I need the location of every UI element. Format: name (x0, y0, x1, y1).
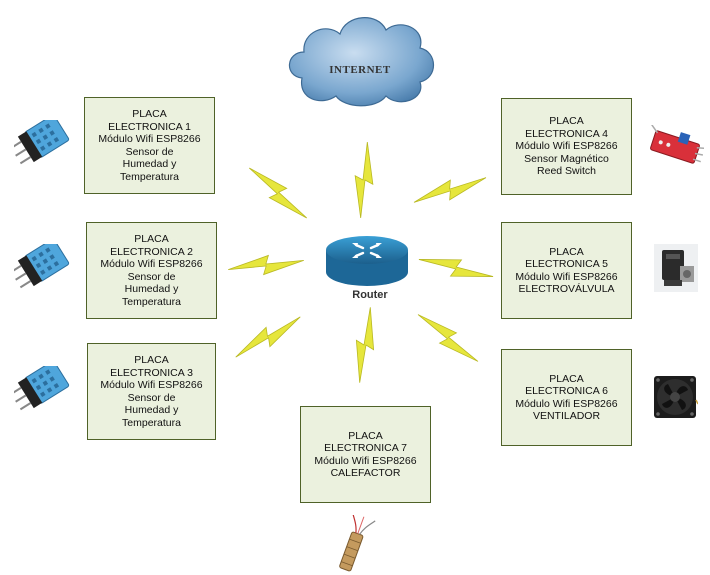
internet-label: INTERNET (329, 64, 391, 76)
bolt-link-7 (352, 305, 378, 385)
placa-box-6: PLACA ELECTRONICA 6 Módulo Wifi ESP8266 … (501, 349, 632, 446)
box-line: Módulo Wifi ESP8266 (314, 454, 417, 467)
placa-box-5: PLACA ELECTRONICA 5 Módulo Wifi ESP8266 … (501, 222, 632, 319)
box-line: PLACA (134, 233, 169, 245)
box-line: ELECTRONICA 1 (108, 120, 191, 133)
box-line: Humedad y (124, 283, 179, 295)
box-line: ELECTROVÁLVULA (518, 283, 615, 295)
box-line: PLACA (549, 372, 584, 385)
router-icon (326, 236, 408, 286)
bolt-link-1 (242, 162, 314, 224)
box-line: Sensor Magnético (524, 152, 609, 165)
dht-sensor-icon (14, 244, 70, 289)
box-line: Módulo Wifi ESP8266 (98, 133, 201, 145)
placa-box-4: PLACA ELECTRONICA 4 Módulo Wifi ESP8266 … (501, 98, 632, 195)
box-line: ELECTRONICA 2 (110, 245, 193, 258)
placa-box-3: PLACA ELECTRONICA 3 Módulo Wifi ESP8266 … (87, 343, 216, 440)
dht-sensor-icon (14, 120, 70, 165)
box-line: Módulo Wifi ESP8266 (100, 379, 203, 391)
bolt-link-4 (410, 167, 490, 213)
box-line: ELECTRONICA 4 (525, 127, 608, 140)
box-line: ELECTRONICA 6 (525, 385, 608, 397)
dht-sensor-icon (14, 366, 70, 411)
box-line: Humedad y (124, 404, 179, 416)
solenoid-valve-icon (654, 244, 698, 292)
bolt-link-2 (226, 249, 306, 281)
box-line: PLACA (549, 115, 584, 128)
box-line: PLACA (132, 108, 167, 120)
cooling-fan-icon (654, 376, 698, 418)
bolt-link-internet (353, 141, 375, 219)
placa-box-7: PLACA ELECTRONICA 7 Módulo Wifi ESP8266 … (300, 406, 431, 503)
box-line: ELECTRONICA 7 (324, 442, 407, 454)
box-line: ELECTRONICA 5 (525, 258, 608, 270)
placa-box-1: PLACA ELECTRONICA 1 Módulo Wifi ESP8266 … (84, 97, 215, 194)
box-line: VENTILADOR (532, 410, 601, 422)
bolt-link-3 (231, 307, 305, 367)
box-line: PLACA (549, 245, 584, 258)
box-line: Sensor de (125, 145, 174, 158)
box-line: Sensor de (127, 391, 176, 404)
internet-cloud: INTERNET (282, 8, 438, 112)
box-line: Módulo Wifi ESP8266 (515, 397, 618, 410)
placa-box-2: PLACA ELECTRONICA 2 Módulo Wifi ESP8266 … (86, 222, 217, 319)
box-line: Temperatura (120, 170, 179, 183)
heater-element-icon (339, 515, 376, 572)
box-line: Módulo Wifi ESP8266 (515, 270, 618, 283)
bolt-link-5 (416, 252, 496, 284)
box-line: PLACA (348, 429, 383, 442)
box-line: CALEFACTOR (330, 467, 401, 479)
box-line: Humedad y (122, 158, 177, 170)
box-line: Módulo Wifi ESP8266 (515, 140, 618, 153)
box-line: Temperatura (122, 295, 181, 308)
reed-switch-module-icon (650, 125, 704, 164)
box-line: Sensor de (127, 270, 176, 283)
bolt-link-6 (411, 308, 485, 368)
cloud-icon (288, 17, 435, 107)
box-line: Reed Switch (537, 165, 596, 178)
box-line: ELECTRONICA 3 (110, 366, 193, 379)
box-line: Módulo Wifi ESP8266 (100, 258, 203, 270)
router-label: Router (352, 289, 388, 301)
box-line: Temperatura (122, 416, 181, 429)
box-line: PLACA (134, 354, 169, 366)
